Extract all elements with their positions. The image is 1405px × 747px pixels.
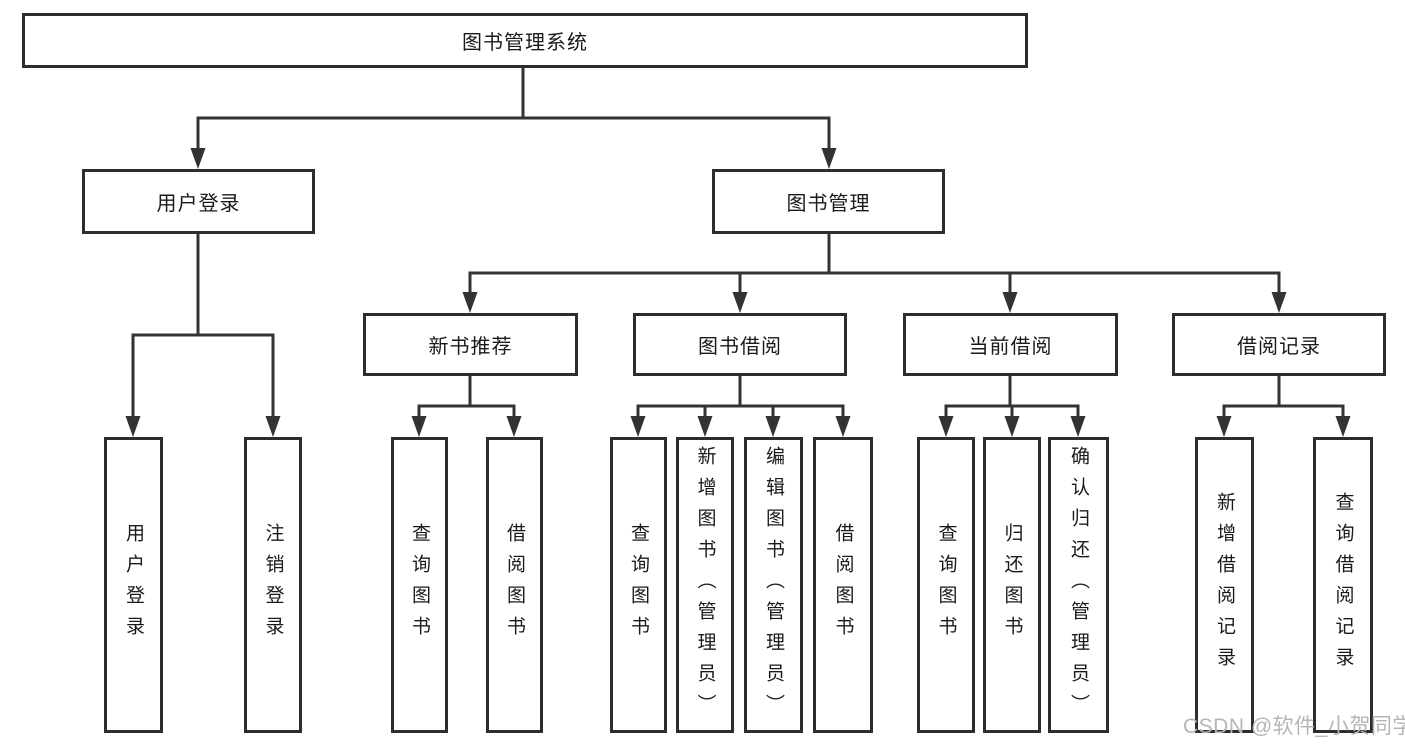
leaf-edit-book-admin: 编辑图书（管理员）: [744, 437, 803, 733]
node-label: 图书借阅: [698, 336, 782, 358]
leaf-query-borrow-record: 查询借阅记录: [1313, 437, 1373, 733]
leaf-add-book-admin: 新增图书（管理员）: [676, 437, 734, 733]
node-label: 新书推荐: [428, 336, 513, 358]
node-label: 借阅记录: [1237, 336, 1321, 358]
leaf-borrow-books-borrowing: 借阅图书: [813, 437, 873, 733]
connector-arrow: [697, 416, 713, 437]
leaf-label: 新增借阅记录: [1214, 492, 1235, 678]
leaf-query-books-current: 查询图书: [917, 437, 975, 733]
node-current-borrowing: 当前借阅: [903, 313, 1118, 376]
connector-arrow: [1216, 416, 1232, 437]
connector-arrow: [411, 416, 427, 437]
leaf-label: 归还图书: [1001, 523, 1023, 647]
leaf-label: 注销登录: [262, 523, 284, 647]
node-borrowing-records: 借阅记录: [1172, 313, 1386, 376]
connector-arrow: [265, 416, 281, 437]
leaf-label: 编辑图书（管理员）: [763, 445, 784, 725]
leaf-label: 用户登录: [123, 523, 144, 647]
connector-arrow: [732, 292, 748, 313]
leaf-label: 借阅图书: [832, 523, 854, 647]
node-label: 当前借阅: [968, 336, 1053, 358]
connector-arrow: [506, 416, 522, 437]
connector-arrow: [1070, 416, 1086, 437]
node-user-login: 用户登录: [82, 169, 315, 234]
leaf-label: 新增图书（管理员）: [694, 445, 716, 725]
connector-arrow: [462, 292, 478, 313]
node-book-borrowing: 图书借阅: [633, 313, 847, 376]
connector-arrow: [1271, 292, 1287, 313]
connector-arrow: [1004, 416, 1020, 437]
connector-arrow: [1002, 292, 1018, 313]
node-label: 图书管理系统: [462, 32, 588, 54]
leaf-query-books-borrowing: 查询图书: [610, 437, 667, 733]
connector-arrowheads: [125, 148, 1351, 437]
leaf-label: 确认归还（管理员）: [1068, 445, 1089, 725]
connector-arrow: [765, 416, 781, 437]
node-label: 图书管理: [786, 193, 871, 215]
leaf-label: 查询图书: [628, 523, 649, 647]
connector-arrow: [821, 148, 837, 169]
connector-arrow: [125, 416, 141, 437]
leaf-query-books-recommend: 查询图书: [391, 437, 448, 733]
node-book-management: 图书管理: [712, 169, 945, 234]
node-library-management-system: 图书管理系统: [22, 13, 1028, 68]
leaf-label: 查询图书: [935, 523, 957, 647]
leaf-user-login: 用户登录: [104, 437, 163, 733]
leaf-return-books: 归还图书: [983, 437, 1041, 733]
leaf-logout: 注销登录: [244, 437, 302, 733]
connector-arrow: [835, 416, 851, 437]
leaf-add-borrow-record: 新增借阅记录: [1195, 437, 1254, 733]
csdn-watermark: CSDN @软件_小贺同学: [1183, 715, 1405, 738]
leaf-label: 借阅图书: [504, 523, 525, 647]
connector-arrow: [1335, 416, 1351, 437]
connector-arrow: [938, 416, 954, 437]
leaf-confirm-return-admin: 确认归还（管理员）: [1048, 437, 1109, 733]
leaf-label: 查询借阅记录: [1332, 492, 1354, 678]
node-new-book-recommendation: 新书推荐: [363, 313, 578, 376]
leaf-borrow-books-recommend: 借阅图书: [486, 437, 543, 733]
connector-arrow: [190, 148, 206, 169]
node-label: 用户登录: [156, 193, 241, 215]
leaf-label: 查询图书: [409, 523, 430, 647]
connector-arrow: [630, 416, 646, 437]
